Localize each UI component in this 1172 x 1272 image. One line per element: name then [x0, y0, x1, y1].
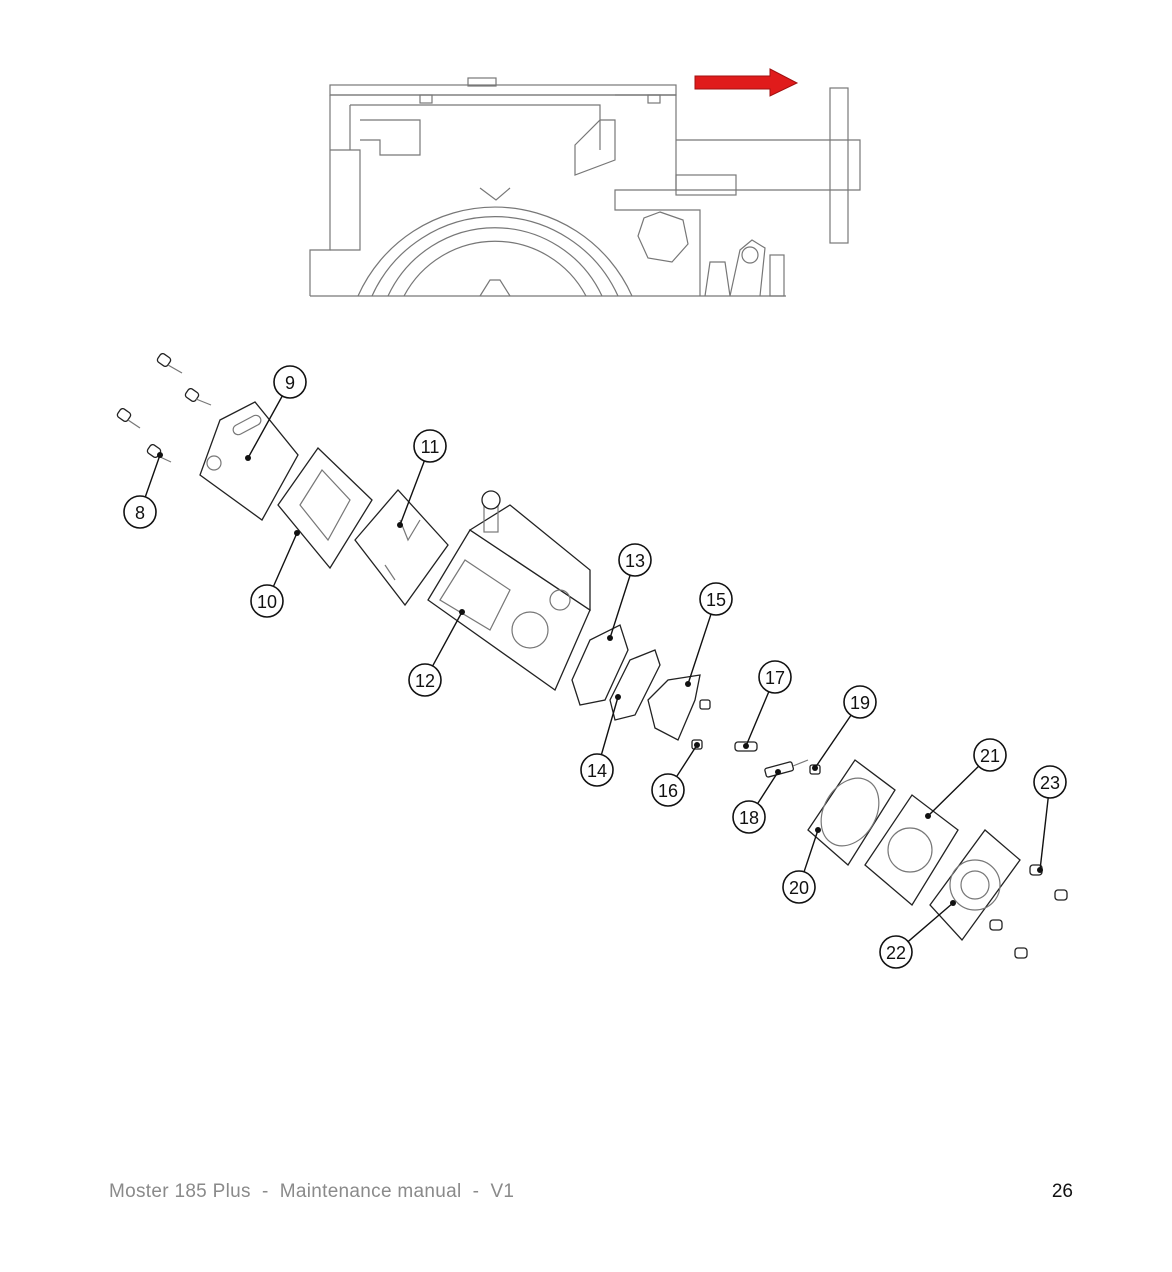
callout-number: 12 [415, 671, 435, 691]
callout-19: 19 [812, 685, 877, 771]
screw-icon [116, 352, 212, 463]
footer-title: Moster 185 Plus - Maintenance manual - V… [109, 1181, 515, 1202]
exploded-view-diagram: 8 9 10 11 12 13 14 15 16 17 18 19 20 21 22 23 [116, 352, 1068, 969]
pump-cover-22 [929, 829, 1021, 942]
callout-9: 9 [245, 365, 307, 461]
plate-11 [354, 489, 449, 607]
callout-number: 18 [739, 808, 759, 828]
callout-21: 21 [925, 738, 1007, 819]
callout-number: 11 [421, 437, 440, 457]
gasket-14 [609, 649, 661, 721]
callout-11: 11 [397, 429, 447, 528]
carburetor-detail-figure [309, 68, 861, 297]
callout-number: 16 [658, 781, 678, 801]
page-number: 26 [1051, 1181, 1073, 1202]
callout-number: 21 [980, 746, 1000, 766]
callout-number: 23 [1040, 773, 1060, 793]
callout-20: 20 [782, 827, 821, 904]
direction-arrow-icon [694, 68, 799, 97]
callout-16: 16 [651, 742, 700, 807]
callout-number: 8 [135, 503, 145, 523]
callout-number: 15 [706, 590, 726, 610]
callout-14: 14 [580, 694, 621, 787]
callout-15: 15 [685, 582, 733, 687]
callout-number: 13 [625, 551, 645, 571]
callout-17: 17 [743, 660, 792, 749]
callout-10: 10 [250, 530, 300, 618]
callout-number: 10 [257, 592, 277, 612]
callout-8: 8 [123, 452, 163, 529]
callout-18: 18 [732, 769, 781, 834]
callout-number: 17 [765, 668, 785, 688]
callout-12: 12 [408, 609, 465, 697]
plate-15 [647, 674, 701, 741]
callout-number: 9 [285, 373, 295, 393]
gasket-20 [807, 759, 896, 866]
callout-22: 22 [879, 900, 956, 969]
carburetor-body [427, 490, 591, 691]
needle-valve-18 [764, 759, 809, 778]
diaphragm-21 [864, 794, 959, 906]
callout-13: 13 [607, 543, 652, 641]
callout-labels: 8 9 10 11 12 13 14 15 16 17 18 19 20 21 22 23 [123, 365, 1067, 969]
callout-number: 22 [886, 943, 906, 963]
callout-23: 23 [1033, 765, 1067, 873]
gasket-10 [277, 447, 373, 570]
callout-number: 14 [587, 761, 607, 781]
gasket-13 [571, 624, 629, 706]
callout-number: 20 [789, 878, 809, 898]
cover-plate [199, 401, 299, 521]
callout-number: 19 [850, 693, 870, 713]
